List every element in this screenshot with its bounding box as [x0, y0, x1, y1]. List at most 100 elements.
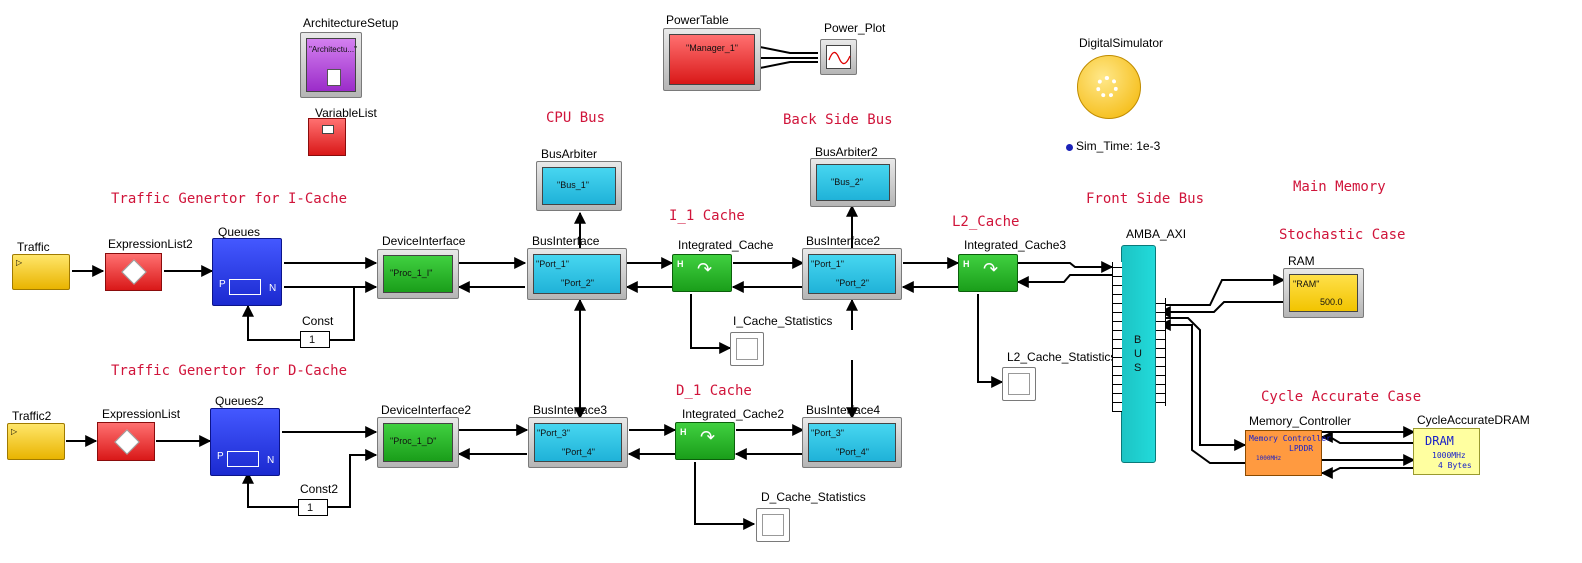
- traffic2-block[interactable]: ▷: [7, 423, 65, 460]
- queues-label: Queues: [218, 225, 261, 239]
- wire: [242, 304, 300, 341]
- queues2-block[interactable]: P N: [210, 408, 280, 476]
- bus-interface4-block[interactable]: "Port_3" "Port_4": [802, 417, 902, 468]
- const-block[interactable]: 1: [300, 331, 330, 348]
- amba-right-ports: [1156, 298, 1166, 406]
- i-cache-statistics-label: I_Cache_Statistics: [733, 314, 833, 328]
- integrated-cache-label: Integrated_Cache: [678, 238, 774, 252]
- bus-arbiter-block[interactable]: "Bus_1": [536, 161, 622, 211]
- bus-interface2-block[interactable]: "Port_1" "Port_2": [802, 248, 902, 300]
- queue-icon: [227, 451, 259, 467]
- wire: [1016, 274, 1112, 288]
- queues2-n: N: [267, 455, 275, 466]
- section-cpu-bus: CPU Bus: [546, 110, 606, 126]
- section-traffic-dcache: Traffic Genertor for D-Cache: [111, 363, 348, 379]
- integrated-cache-h: H: [677, 259, 684, 269]
- bus-interface3-block[interactable]: "Port_3" "Port_4": [528, 417, 628, 468]
- integrated-cache3-block[interactable]: H ↷: [958, 254, 1018, 292]
- gear-icon[interactable]: [1077, 55, 1141, 119]
- expression-list2-block[interactable]: [105, 253, 162, 291]
- bus-interface2-label: BusInterface2: [806, 234, 881, 248]
- const2-label: Const2: [300, 482, 339, 496]
- variable-list-label: VariableList: [315, 106, 377, 120]
- power-table-value: "Manager_1": [686, 43, 738, 53]
- curved-arrow-icon: ↷: [983, 259, 999, 279]
- sine-plot-icon: [828, 51, 851, 65]
- queues-block[interactable]: P N: [212, 238, 282, 306]
- bus-interface4-label: BusInterface4: [806, 403, 881, 417]
- power-table-block[interactable]: "Manager_1": [663, 28, 761, 91]
- section-traffic-icache: Traffic Genertor for I-Cache: [111, 191, 348, 207]
- cycle-accurate-dram-label: CycleAccurateDRAM: [1417, 413, 1530, 427]
- memory-controller-line1: Memory Controller: [1249, 434, 1331, 443]
- wire: [242, 471, 298, 508]
- l2-cache-statistics-block[interactable]: [1002, 367, 1036, 401]
- ram-block[interactable]: "RAM" 500.0: [1283, 268, 1364, 318]
- bus-interface3-port-b: "Port_4": [562, 447, 595, 457]
- ram-name: "RAM": [1293, 279, 1320, 289]
- d-cache-statistics-block[interactable]: [756, 508, 790, 542]
- bus-interface4-port-b: "Port_4": [836, 447, 869, 457]
- power-table-label: PowerTable: [666, 13, 729, 27]
- variable-list-block[interactable]: [308, 118, 346, 156]
- wire: [1158, 301, 1284, 318]
- wire: [1160, 274, 1286, 306]
- curved-arrow-icon: ↷: [700, 427, 716, 447]
- architecture-setup-label: ArchitectureSetup: [303, 16, 399, 30]
- integrated-cache2-label: Integrated_Cache2: [682, 407, 785, 421]
- queue-icon: [229, 279, 261, 295]
- diamond-icon: [121, 259, 147, 285]
- bus-interface-port-b: "Port_2": [561, 278, 594, 288]
- integrated-cache2-block[interactable]: H ↷: [675, 422, 735, 460]
- wire: [328, 449, 378, 508]
- section-main-memory: Main Memory: [1293, 179, 1386, 195]
- bus-arbiter2-block[interactable]: "Bus_2": [810, 158, 896, 207]
- amba-bus-letter: B: [1134, 334, 1142, 346]
- digital-simulator-label: DigitalSimulator: [1079, 36, 1164, 50]
- amba-bus-letter: U: [1134, 348, 1142, 360]
- amba-axi-block[interactable]: B U S: [1121, 245, 1156, 463]
- amba-bus-letter: S: [1134, 362, 1142, 374]
- wire: [977, 294, 1004, 388]
- integrated-cache-block[interactable]: H ↷: [672, 254, 732, 292]
- section-stochastic-case: Stochastic Case: [1279, 227, 1406, 243]
- sim-time-dot: [1066, 144, 1073, 151]
- integrated-cache2-h: H: [680, 427, 687, 437]
- play-icon: ▷: [16, 258, 23, 267]
- const2-block[interactable]: 1: [298, 499, 328, 516]
- queues2-label: Queues2: [215, 394, 264, 408]
- device-interface2-value: "Proc_1_D": [390, 436, 437, 446]
- expression-list2-label: ExpressionList2: [108, 237, 193, 251]
- memory-controller-block[interactable]: Memory Controller LPDDR 1000MHz: [1245, 430, 1331, 476]
- architecture-setup-block[interactable]: "Architectu...": [300, 32, 362, 98]
- section-i1-cache: I_1 Cache: [669, 208, 745, 224]
- traffic-label: Traffic: [17, 240, 50, 254]
- expression-list-block[interactable]: [97, 422, 155, 461]
- amba-axi-label: AMBA_AXI: [1126, 227, 1187, 241]
- ram-label: RAM: [1288, 254, 1315, 268]
- section-front-side-bus: Front Side Bus: [1086, 191, 1205, 207]
- memory-controller-line3: 1000MHz: [1256, 455, 1282, 462]
- ram-value: 500.0: [1320, 297, 1343, 307]
- section-cycle-accurate-case: Cycle Accurate Case: [1261, 389, 1422, 405]
- cycle-accurate-dram-block[interactable]: DRAM 1000MHz 4 Bytes: [1413, 428, 1480, 475]
- cycle-accurate-dram-title: DRAM: [1425, 434, 1454, 448]
- wire: [1320, 467, 1414, 479]
- bus-interface-block[interactable]: "Port_1" "Port_2": [527, 248, 627, 300]
- wire: [690, 294, 732, 354]
- bus-interface3-label: BusInterface3: [533, 403, 608, 417]
- traffic-block[interactable]: ▷: [12, 254, 70, 290]
- sim-time-label: Sim_Time: 1e-3: [1076, 139, 1161, 153]
- queues-p: P: [219, 279, 226, 290]
- i-cache-statistics-block[interactable]: [730, 332, 764, 366]
- section-l2-cache: L2_Cache: [952, 214, 1020, 230]
- bus-interface-port-a: "Port_1": [536, 259, 569, 269]
- wire: [759, 46, 818, 54]
- device-interface2-block[interactable]: "Proc_1_D": [377, 417, 459, 468]
- device-interface-block[interactable]: "Proc_1_I": [377, 249, 459, 299]
- wire: [330, 281, 378, 341]
- power-plot-block[interactable]: [820, 39, 857, 75]
- list-icon: [322, 125, 334, 134]
- const-label: Const: [302, 314, 334, 328]
